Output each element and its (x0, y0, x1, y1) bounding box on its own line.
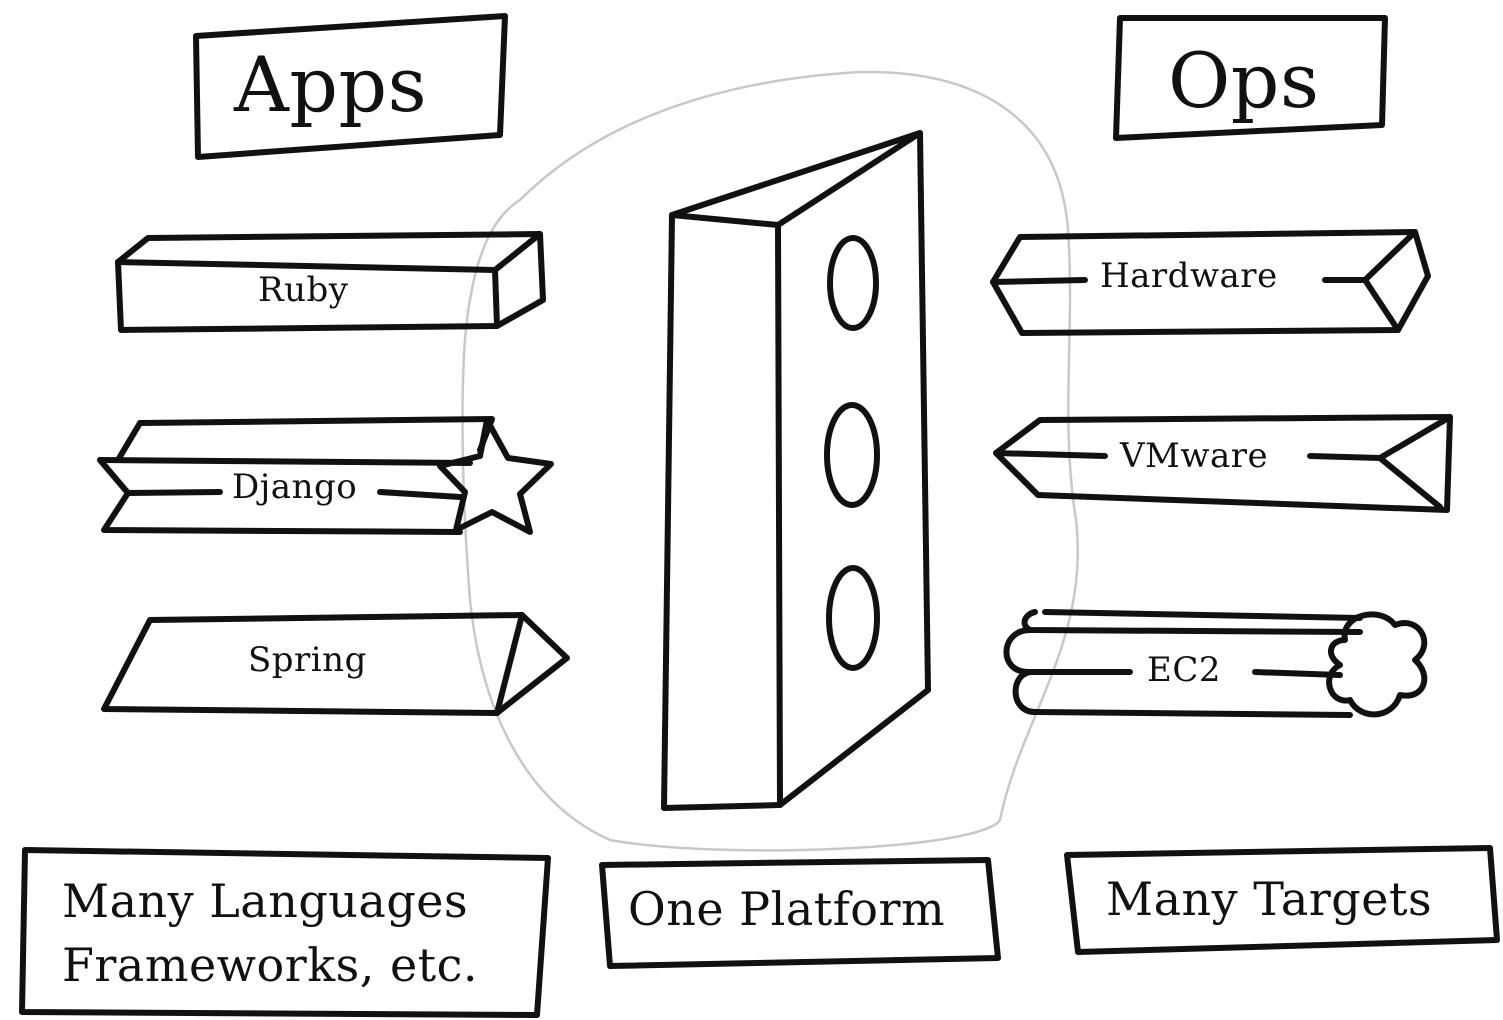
languages-box (19, 847, 551, 1018)
apps-header-box (193, 13, 508, 160)
platform-slab (661, 130, 931, 811)
cloud-icon (1326, 611, 1428, 718)
ops-header-box (1113, 15, 1388, 141)
slot-top (827, 235, 879, 331)
ec2-log (1003, 609, 1428, 718)
hardware-prism (990, 229, 1431, 336)
platform-halo (461, 70, 1080, 852)
slot-bottom (826, 565, 880, 671)
django-ribbon (97, 416, 554, 535)
platform-box (599, 857, 1001, 969)
spring-prism (101, 612, 570, 716)
star-icon (437, 417, 554, 535)
ruby-block (115, 231, 546, 333)
targets-box (1064, 845, 1500, 955)
vmware-prism (993, 414, 1453, 513)
slot-middle (824, 402, 880, 508)
